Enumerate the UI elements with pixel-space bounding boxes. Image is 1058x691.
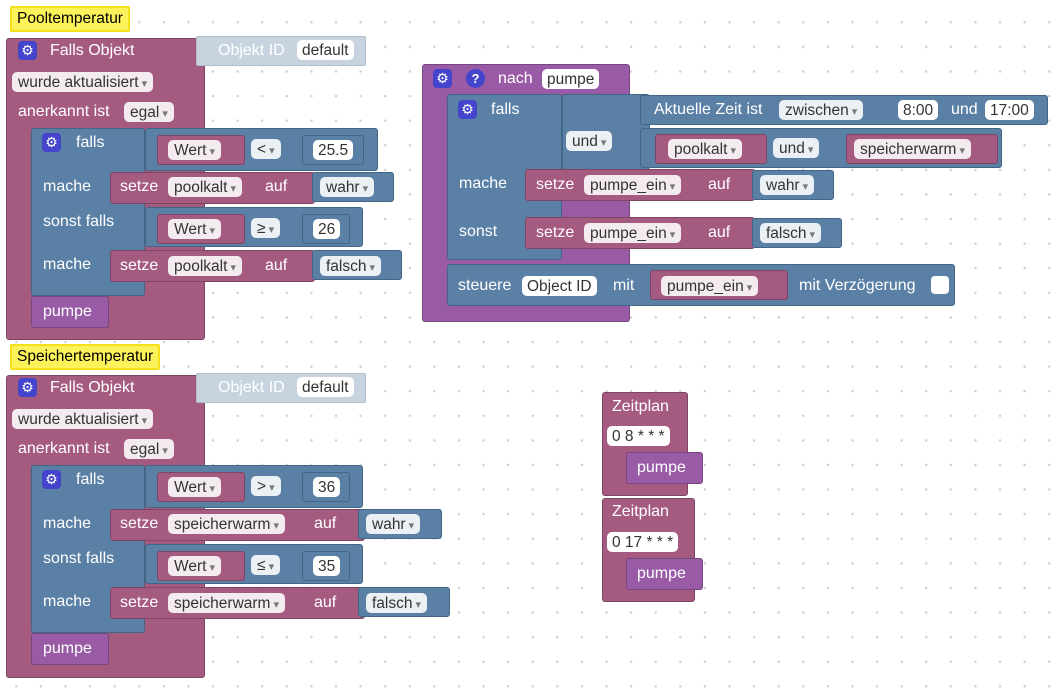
pumpe-label: pumpe xyxy=(637,565,686,582)
und-label: und xyxy=(951,101,978,118)
sonst-falls-label: sonst falls xyxy=(43,213,115,230)
auf-label: auf xyxy=(708,224,731,241)
wert-dropdown[interactable]: Wert xyxy=(168,140,222,160)
aktuelle-zeit-label: Aktuelle Zeit ist xyxy=(654,101,763,118)
zeitplan-label: Zeitplan xyxy=(612,398,669,415)
bool-dropdown[interactable]: wahr xyxy=(366,514,421,534)
wert-dropdown[interactable]: Wert xyxy=(168,556,222,576)
sonst-label: sonst xyxy=(459,223,498,240)
sonst-falls-label: sonst falls xyxy=(43,550,115,567)
bool-dropdown[interactable]: falsch xyxy=(366,593,428,613)
objekt-id-value[interactable]: default xyxy=(297,40,354,60)
operator-dropdown[interactable]: > xyxy=(251,476,281,496)
setze-label: setze xyxy=(536,224,575,241)
trigger-type-dropdown[interactable]: wurde aktualisiert xyxy=(12,409,154,429)
logic-operator-dropdown[interactable]: und xyxy=(566,131,613,151)
variable-dropdown[interactable]: poolkalt xyxy=(668,139,743,159)
number-value[interactable]: 35 xyxy=(313,556,341,576)
number-value[interactable]: 25.5 xyxy=(313,140,354,160)
gear-icon[interactable]: ⚙ xyxy=(18,378,37,397)
pumpe-label: pumpe xyxy=(637,459,686,476)
auf-label: auf xyxy=(314,594,337,611)
falls-label: falls xyxy=(76,134,105,151)
anerkannt-label: anerkannt ist xyxy=(18,103,110,120)
number-value[interactable]: 36 xyxy=(313,477,341,497)
setze-label: setze xyxy=(120,257,159,274)
time-from-field[interactable]: 8:00 xyxy=(898,100,939,120)
time-mode-dropdown[interactable]: zwischen xyxy=(779,100,864,120)
call-pumpe-pool[interactable] xyxy=(31,296,109,328)
gear-icon[interactable]: ⚙ xyxy=(433,69,452,88)
pumpe-label: pumpe xyxy=(43,303,92,320)
comment-speichertemperatur[interactable]: Speichertemperatur xyxy=(10,344,161,370)
object-id-field[interactable]: Object ID xyxy=(522,276,597,296)
pumpe-label: pumpe xyxy=(43,640,92,657)
number-value[interactable]: 26 xyxy=(313,219,341,239)
cron-field[interactable]: 0 8 * * * xyxy=(607,426,670,446)
objekt-id-label: Objekt ID xyxy=(218,42,285,59)
mache-label: mache xyxy=(43,593,92,610)
variable-dropdown[interactable]: pumpe_ein xyxy=(584,223,682,243)
setze-label: setze xyxy=(120,178,159,195)
mit-verzoegerung-label: mit Verzögerung xyxy=(799,277,916,294)
delay-checkbox[interactable] xyxy=(931,276,949,294)
call-pumpe-schedule-2[interactable] xyxy=(626,558,703,590)
wert-dropdown[interactable]: Wert xyxy=(168,219,222,239)
falls-objekt-label: Falls Objekt xyxy=(50,379,135,396)
mache-label: mache xyxy=(459,175,508,192)
falls-label: falls xyxy=(491,101,520,118)
trigger-type-dropdown[interactable]: wurde aktualisiert xyxy=(12,72,154,92)
operator-dropdown[interactable]: ≥ xyxy=(251,218,281,238)
mache-label: mache xyxy=(43,515,92,532)
time-to-field[interactable]: 17:00 xyxy=(985,100,1034,120)
mache-label: mache xyxy=(43,256,92,273)
bool-dropdown[interactable]: falsch xyxy=(320,256,382,276)
mit-label: mit xyxy=(613,277,635,294)
anerkannt-dropdown[interactable]: egal xyxy=(124,102,174,122)
nach-label: nach xyxy=(498,70,533,87)
auf-label: auf xyxy=(314,515,337,532)
procedure-name-field[interactable]: pumpe xyxy=(542,69,600,89)
steuere-label: steuere xyxy=(458,277,512,294)
variable-dropdown[interactable]: poolkalt xyxy=(168,256,243,276)
gear-icon[interactable]: ⚙ xyxy=(18,41,37,60)
setze-label: setze xyxy=(536,176,575,193)
gear-icon[interactable]: ⚙ xyxy=(42,470,61,489)
zeitplan-label: Zeitplan xyxy=(612,503,669,520)
auf-label: auf xyxy=(265,178,288,195)
setze-label: setze xyxy=(120,515,159,532)
mache-label: mache xyxy=(43,178,92,195)
auf-label: auf xyxy=(265,257,288,274)
variable-dropdown[interactable]: pumpe_ein xyxy=(661,276,759,296)
variable-dropdown[interactable]: speicherwarm xyxy=(168,514,286,534)
operator-dropdown[interactable]: < xyxy=(251,139,281,159)
bool-dropdown[interactable]: wahr xyxy=(320,177,375,197)
variable-dropdown[interactable]: poolkalt xyxy=(168,177,243,197)
call-pumpe-speicher[interactable] xyxy=(31,633,109,665)
variable-dropdown[interactable]: speicherwarm xyxy=(854,139,972,159)
gear-icon[interactable]: ⚙ xyxy=(42,133,61,152)
bool-dropdown[interactable]: wahr xyxy=(760,175,815,195)
comment-pooltemperatur[interactable]: Pooltemperatur xyxy=(10,6,130,32)
call-pumpe-schedule-1[interactable] xyxy=(626,452,703,484)
variable-dropdown[interactable]: speicherwarm xyxy=(168,593,286,613)
bool-dropdown[interactable]: falsch xyxy=(760,223,822,243)
gear-icon[interactable]: ⚙ xyxy=(458,100,477,119)
logic-operator-dropdown[interactable]: und xyxy=(773,138,820,158)
auf-label: auf xyxy=(708,176,731,193)
setze-label: setze xyxy=(120,594,159,611)
anerkannt-label: anerkannt ist xyxy=(18,440,110,457)
anerkannt-dropdown[interactable]: egal xyxy=(124,439,174,459)
help-icon[interactable]: ? xyxy=(466,69,485,88)
cron-field[interactable]: 0 17 * * * xyxy=(607,532,679,552)
objekt-id-value[interactable]: default xyxy=(297,377,354,397)
variable-dropdown[interactable]: pumpe_ein xyxy=(584,175,682,195)
falls-label: falls xyxy=(76,471,105,488)
pool-gear-icon[interactable]: ⚙ xyxy=(18,41,37,60)
objekt-id-label: Objekt ID xyxy=(218,379,285,396)
wert-dropdown[interactable]: Wert xyxy=(168,477,222,497)
operator-dropdown[interactable]: ≤ xyxy=(251,555,281,575)
falls-objekt-label: Falls Objekt xyxy=(50,42,135,59)
